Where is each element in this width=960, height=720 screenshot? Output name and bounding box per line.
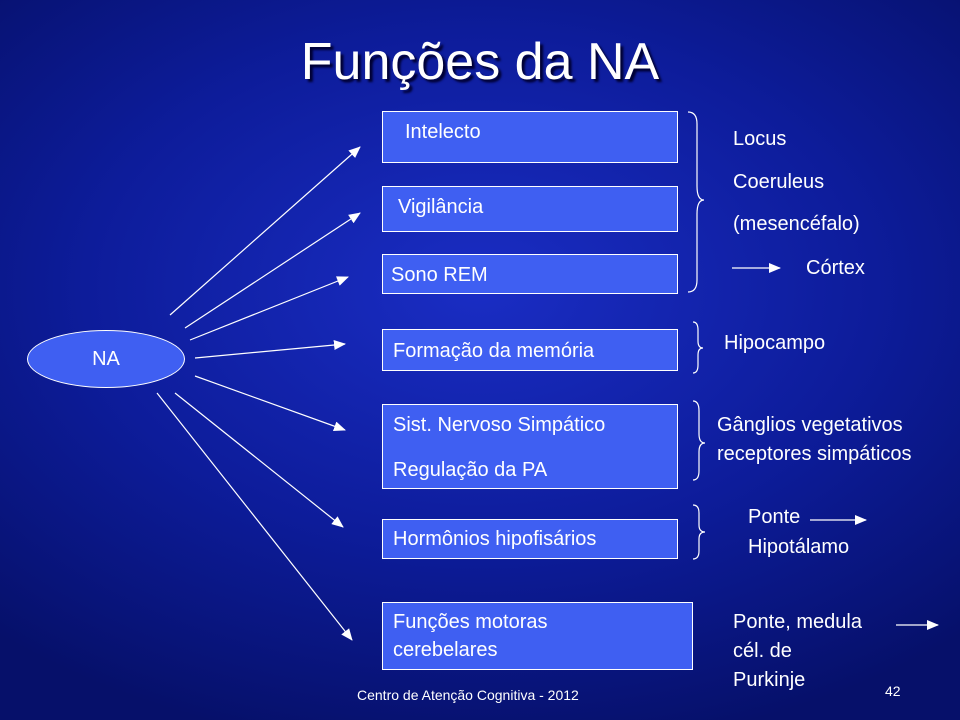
slide-page-number: 42 (885, 683, 901, 699)
arrow-to-sono-rem (189, 276, 349, 341)
brace-hipocampo (692, 321, 704, 374)
box-sono-rem-label: Sono REM (391, 264, 488, 286)
box-intelecto: Intelecto (382, 111, 678, 163)
na-node: NA (27, 330, 185, 388)
annotation-hipotalamo: Hipotálamo (748, 536, 850, 558)
arrow-to-hormonios (174, 392, 344, 528)
box-sist-nervoso: Sist. Nervoso Simpático Regulação da PA (382, 404, 678, 489)
arrow-to-sist-nervoso (194, 375, 346, 431)
annotation-ponte-medula-line1: Ponte, medula (733, 611, 862, 633)
box-formacao-memoria-label: Formação da memória (393, 340, 595, 362)
box-sist-nervoso-line1: Sist. Nervoso Simpático (393, 414, 606, 436)
annotation-ganglios-line1: Gânglios vegetativos (717, 414, 903, 436)
annotation-locus-line1: Locus (733, 128, 787, 150)
box-hormonios: Hormônios hipofisários (382, 519, 678, 559)
box-sist-nervoso-line2: Regulação da PA (393, 459, 548, 481)
box-intelecto-label: Intelecto (405, 121, 481, 143)
arrow-to-vigilancia (184, 212, 361, 329)
box-hormonios-label: Hormônios hipofisários (393, 528, 597, 550)
na-node-label: NA (92, 347, 120, 370)
box-funcoes-motoras: Funções motoras cerebelares (382, 602, 693, 670)
annotation-ponte-medula-line2: cél. de (733, 640, 792, 662)
annotation-locus-line2: Coeruleus (733, 171, 825, 193)
annotation-ganglios-line2: receptores simpáticos (717, 443, 912, 465)
annotation-cortex: Córtex (806, 257, 865, 279)
box-funcoes-motoras-line2: cerebelares (393, 639, 498, 661)
arrow-to-intelecto (169, 146, 361, 316)
box-formacao-memoria: Formação da memória (382, 329, 678, 371)
brace-ponte (692, 504, 706, 560)
annotation-locus-line3: (mesencéfalo) (733, 213, 860, 235)
box-vigilancia: Vigilância (382, 186, 678, 232)
annotation-ponte-medula-line3: Purkinje (733, 669, 806, 691)
box-vigilancia-label: Vigilância (398, 196, 484, 218)
annotation-ponte: Ponte (748, 506, 801, 528)
annotation-hipocampo: Hipocampo (724, 332, 826, 354)
slide-footer: Centro de Atenção Cognitiva - 2012 (357, 687, 579, 703)
brace-locus (687, 111, 705, 293)
brace-ganglios (692, 400, 706, 481)
slide-title: Funções da NA (300, 33, 660, 91)
box-funcoes-motoras-line1: Funções motoras (393, 611, 548, 633)
arrow-to-funcoes-motoras (156, 392, 353, 641)
arrow-to-formacao-memoria (194, 340, 346, 359)
box-sono-rem: Sono REM (382, 254, 678, 294)
